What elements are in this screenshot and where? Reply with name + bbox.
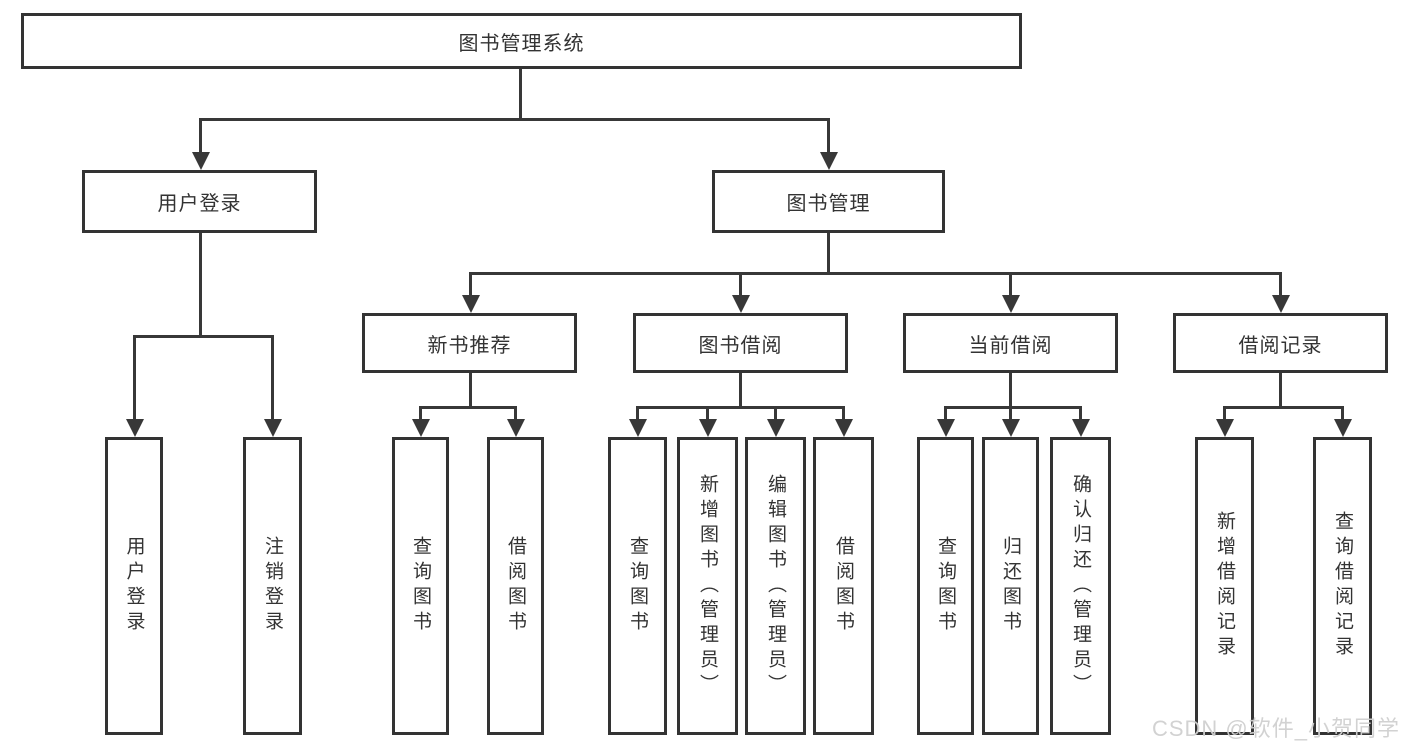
- connector-line: [199, 118, 830, 121]
- connector-line: [1279, 373, 1282, 406]
- arrowhead-down-icon: [699, 419, 717, 437]
- connector-line: [1009, 373, 1012, 406]
- leaf-return-book-label: 归还图书: [1000, 536, 1021, 636]
- leaf-edit-book-admin: 编辑图书（管理员）: [745, 437, 806, 735]
- connector-line: [199, 233, 202, 335]
- arrowhead-down-icon: [767, 419, 785, 437]
- arrowhead-down-icon: [264, 419, 282, 437]
- connector-line: [419, 406, 422, 421]
- arrowhead-down-icon: [629, 419, 647, 437]
- connector-line: [1009, 406, 1012, 421]
- leaf-user-login-label: 用户登录: [123, 536, 145, 636]
- leaf-borrow-books-label: 借阅图书: [833, 536, 854, 636]
- connector-line: [469, 272, 472, 295]
- arrowhead-down-icon: [1002, 419, 1020, 437]
- leaf-query-books-recommend-label: 查询图书: [410, 536, 431, 636]
- leaf-confirm-return-admin: 确认归还（管理员）: [1050, 437, 1111, 735]
- leaf-logout: 注销登录: [243, 437, 302, 735]
- node-root: 图书管理系统: [21, 13, 1022, 69]
- leaf-borrow-books: 借阅图书: [813, 437, 874, 735]
- connector-line: [774, 406, 777, 421]
- leaf-query-books-current-label: 查询图书: [935, 536, 956, 636]
- leaf-borrow-books-recommend: 借阅图书: [487, 437, 544, 735]
- leaf-logout-label: 注销登录: [262, 536, 283, 636]
- arrowhead-down-icon: [507, 419, 525, 437]
- node-borrow-records: 借阅记录: [1173, 313, 1388, 373]
- node-user-login: 用户登录: [82, 170, 317, 233]
- connector-line: [739, 272, 742, 295]
- leaf-add-borrow-record: 新增借阅记录: [1195, 437, 1254, 735]
- connector-line: [519, 69, 522, 118]
- connector-line: [514, 406, 517, 421]
- node-new-book-recommend-label: 新书推荐: [427, 334, 512, 357]
- connector-line: [636, 406, 639, 421]
- connector-line: [944, 406, 1082, 409]
- connector-line: [1009, 272, 1012, 295]
- leaf-query-borrow-record-label: 查询借阅记录: [1332, 511, 1353, 661]
- arrowhead-down-icon: [462, 295, 480, 313]
- csdn-watermark: CSDN @软件_小贺同学: [1151, 716, 1400, 741]
- arrowhead-down-icon: [732, 295, 750, 313]
- node-book-borrow-label: 图书借阅: [698, 334, 783, 357]
- arrowhead-down-icon: [192, 152, 210, 170]
- arrowhead-down-icon: [1272, 295, 1290, 313]
- arrowhead-down-icon: [1334, 419, 1352, 437]
- connector-line: [739, 373, 742, 406]
- connector-line: [1223, 406, 1344, 409]
- leaf-confirm-return-admin-label: 确认归还（管理员）: [1070, 473, 1091, 699]
- leaf-query-books-current: 查询图书: [917, 437, 974, 735]
- node-borrow-records-label: 借阅记录: [1238, 334, 1323, 357]
- arrowhead-down-icon: [1072, 419, 1090, 437]
- connector-line: [842, 406, 845, 421]
- connector-line: [1341, 406, 1344, 421]
- arrowhead-down-icon: [835, 419, 853, 437]
- connector-line: [419, 406, 517, 409]
- connector-line: [133, 335, 136, 419]
- leaf-add-book-admin-label: 新增图书（管理员）: [697, 473, 718, 699]
- leaf-add-book-admin: 新增图书（管理员）: [677, 437, 738, 735]
- node-current-borrow-label: 当前借阅: [968, 334, 1053, 357]
- leaf-query-borrow-record: 查询借阅记录: [1313, 437, 1372, 735]
- node-book-management: 图书管理: [712, 170, 945, 233]
- arrowhead-down-icon: [937, 419, 955, 437]
- connector-line: [706, 406, 709, 421]
- connector-line: [827, 118, 830, 152]
- node-root-label: 图书管理系统: [458, 32, 585, 55]
- connector-line: [827, 233, 830, 272]
- leaf-query-books-borrow-label: 查询图书: [627, 536, 648, 636]
- node-book-management-label: 图书管理: [786, 193, 871, 215]
- node-book-borrow: 图书借阅: [633, 313, 848, 373]
- node-current-borrow: 当前借阅: [903, 313, 1118, 373]
- connector-line: [1279, 272, 1282, 295]
- connector-line: [469, 272, 1282, 275]
- connector-line: [636, 406, 845, 409]
- connector-line: [199, 118, 202, 152]
- connector-line: [133, 335, 274, 338]
- connector-line: [1223, 406, 1226, 421]
- leaf-user-login: 用户登录: [105, 437, 163, 735]
- arrowhead-down-icon: [1002, 295, 1020, 313]
- arrowhead-down-icon: [1216, 419, 1234, 437]
- connector-line: [944, 406, 947, 421]
- arrowhead-down-icon: [820, 152, 838, 170]
- node-user-login-label: 用户登录: [157, 193, 242, 215]
- connector-line: [469, 373, 472, 406]
- leaf-borrow-books-recommend-label: 借阅图书: [505, 536, 526, 636]
- connector-line: [1079, 406, 1082, 421]
- leaf-query-books-borrow: 查询图书: [608, 437, 667, 735]
- connector-line: [271, 335, 274, 419]
- node-new-book-recommend: 新书推荐: [362, 313, 577, 373]
- leaf-query-books-recommend: 查询图书: [392, 437, 449, 735]
- arrowhead-down-icon: [126, 419, 144, 437]
- leaf-edit-book-admin-label: 编辑图书（管理员）: [765, 473, 786, 699]
- leaf-return-book: 归还图书: [982, 437, 1039, 735]
- arrowhead-down-icon: [412, 419, 430, 437]
- leaf-add-borrow-record-label: 新增借阅记录: [1214, 511, 1235, 661]
